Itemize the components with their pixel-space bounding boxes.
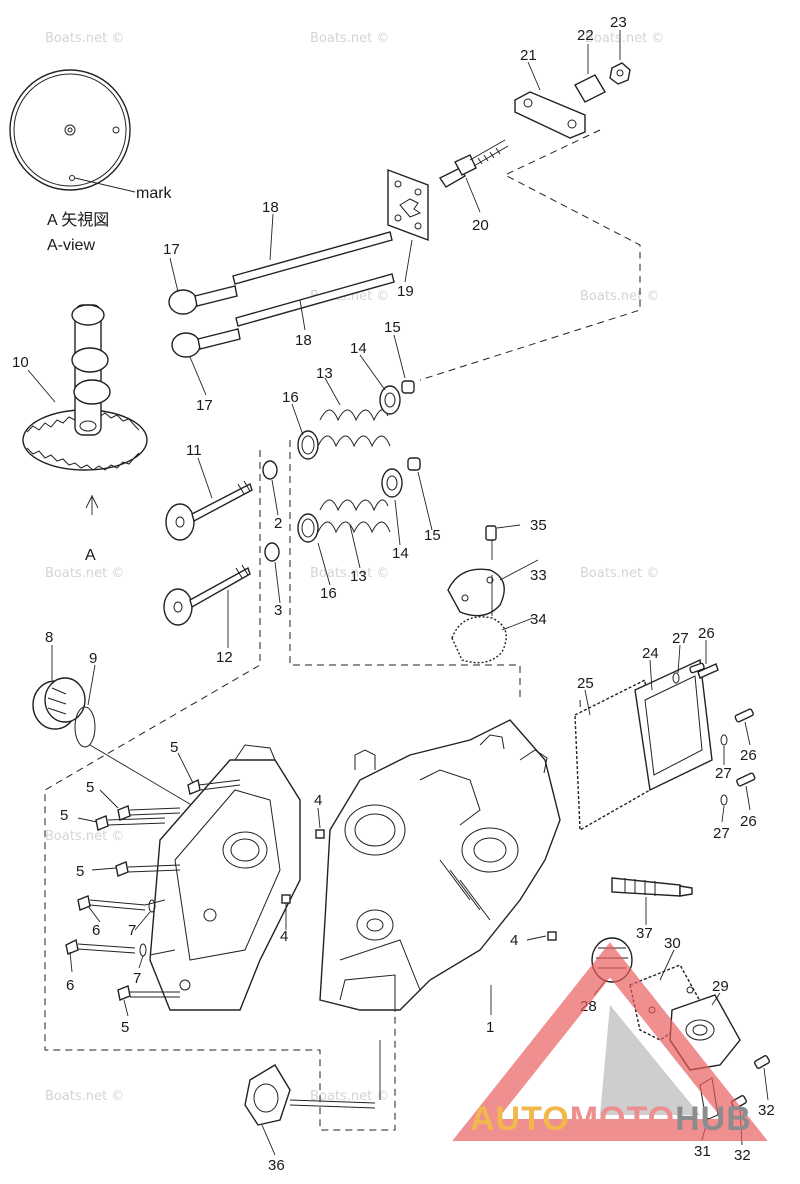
arrow-a-label: A bbox=[85, 547, 96, 564]
brand-auto: AUTO bbox=[470, 1100, 570, 1138]
callout-16: 16 bbox=[282, 389, 299, 406]
callout-32: 32 bbox=[758, 1102, 775, 1119]
crankcase-left bbox=[144, 744, 301, 1011]
callout-5: 5 bbox=[170, 739, 178, 756]
callout-13: 13 bbox=[316, 365, 333, 382]
rocker-plate bbox=[387, 168, 429, 242]
callout-20: 20 bbox=[472, 217, 489, 234]
callout-22: 22 bbox=[577, 27, 594, 44]
guide-line bbox=[419, 129, 641, 381]
a-view-jp-label: A 矢視図 bbox=[47, 211, 109, 229]
callout-5: 5 bbox=[121, 1019, 129, 1036]
callout-9: 9 bbox=[89, 650, 97, 667]
callout-6: 6 bbox=[92, 922, 100, 939]
callout-4: 4 bbox=[510, 932, 518, 949]
valve-springs bbox=[297, 380, 421, 543]
callout-17: 17 bbox=[196, 397, 213, 414]
callout-5: 5 bbox=[86, 779, 94, 796]
brand-hub: HUB bbox=[675, 1100, 752, 1138]
callout-15: 15 bbox=[384, 319, 401, 336]
watermark: Boats.net © bbox=[580, 289, 659, 304]
callouts: 21 22 23 20 19 18 18 17 17 10 11 2 3 12 … bbox=[12, 14, 775, 1174]
guide-line bbox=[44, 450, 396, 1131]
callout-35: 35 bbox=[530, 517, 547, 534]
cylinder-block bbox=[319, 719, 561, 1011]
exhaust-cover bbox=[574, 658, 756, 832]
callout-33: 33 bbox=[530, 567, 547, 584]
callout-13: 13 bbox=[350, 568, 367, 585]
callout-15: 15 bbox=[424, 527, 441, 544]
brand-wordmark: AUTOMOTOHUB bbox=[470, 1100, 800, 1140]
callout-30: 30 bbox=[664, 935, 681, 952]
callout-27: 27 bbox=[672, 630, 689, 647]
callout-37: 37 bbox=[636, 925, 653, 942]
callout-34: 34 bbox=[530, 611, 547, 628]
callout-23: 23 bbox=[610, 14, 627, 31]
callout-27: 27 bbox=[715, 765, 732, 782]
watermark: Boats.net © bbox=[310, 31, 389, 46]
callout-18: 18 bbox=[295, 332, 312, 349]
callout-31: 31 bbox=[694, 1143, 711, 1160]
callout-32: 32 bbox=[734, 1147, 751, 1164]
camshaft bbox=[22, 304, 148, 515]
crankcase-bolts bbox=[65, 778, 557, 1001]
callout-3: 3 bbox=[274, 602, 282, 619]
callout-21: 21 bbox=[520, 47, 537, 64]
filler-cap bbox=[32, 677, 201, 811]
callout-36: 36 bbox=[268, 1157, 285, 1174]
callout-2: 2 bbox=[274, 515, 282, 532]
mark-label: mark bbox=[136, 185, 173, 202]
callout-7: 7 bbox=[133, 970, 141, 987]
callout-8: 8 bbox=[45, 629, 53, 646]
watermark: Boats.net © bbox=[45, 829, 124, 844]
callout-14: 14 bbox=[392, 545, 409, 562]
callout-18: 18 bbox=[262, 199, 279, 216]
callout-1: 1 bbox=[486, 1019, 494, 1036]
watermark: Boats.net © bbox=[310, 1089, 389, 1104]
callout-12: 12 bbox=[216, 649, 233, 666]
callout-5: 5 bbox=[76, 863, 84, 880]
callout-26: 26 bbox=[740, 813, 757, 830]
callout-24: 24 bbox=[642, 645, 659, 662]
watermark: Boats.net © bbox=[45, 31, 124, 46]
inspection-cover bbox=[447, 525, 507, 664]
leader-lines bbox=[27, 30, 769, 1156]
callout-7: 7 bbox=[128, 922, 136, 939]
a-view-gear bbox=[9, 69, 136, 193]
callout-29: 29 bbox=[712, 978, 729, 995]
watermark: Boats.net © bbox=[45, 566, 124, 581]
callout-26: 26 bbox=[698, 625, 715, 642]
callout-26: 26 bbox=[740, 747, 757, 764]
watermark: Boats.net © bbox=[45, 1089, 124, 1104]
oil-pump bbox=[244, 1040, 381, 1126]
watermark: Boats.net © bbox=[580, 566, 659, 581]
guide-line bbox=[289, 440, 521, 700]
callout-16: 16 bbox=[320, 585, 337, 602]
callout-5: 5 bbox=[60, 807, 68, 824]
watermark: Boats.net © bbox=[585, 31, 664, 46]
callout-6: 6 bbox=[66, 977, 74, 994]
callout-17: 17 bbox=[163, 241, 180, 258]
push-rods bbox=[232, 231, 395, 327]
callout-4: 4 bbox=[280, 928, 288, 945]
callout-14: 14 bbox=[350, 340, 367, 357]
spark-plug bbox=[611, 877, 693, 897]
a-view-en-label: A-view bbox=[47, 237, 95, 254]
brand-moto: MOTO bbox=[569, 1100, 676, 1138]
callout-19: 19 bbox=[397, 283, 414, 300]
callout-25: 25 bbox=[577, 675, 594, 692]
callout-10: 10 bbox=[12, 354, 29, 371]
watermark: Boats.net © bbox=[310, 566, 389, 581]
automotohub-logo bbox=[452, 942, 768, 1141]
callout-27: 27 bbox=[713, 825, 730, 842]
callout-4: 4 bbox=[314, 792, 322, 809]
watermarks: Boats.net © Boats.net © Boats.net © Boat… bbox=[45, 31, 664, 1104]
valves bbox=[163, 460, 280, 626]
callout-11: 11 bbox=[186, 442, 202, 459]
stud-and-bracket bbox=[438, 62, 631, 188]
valve-lifters bbox=[168, 285, 241, 358]
